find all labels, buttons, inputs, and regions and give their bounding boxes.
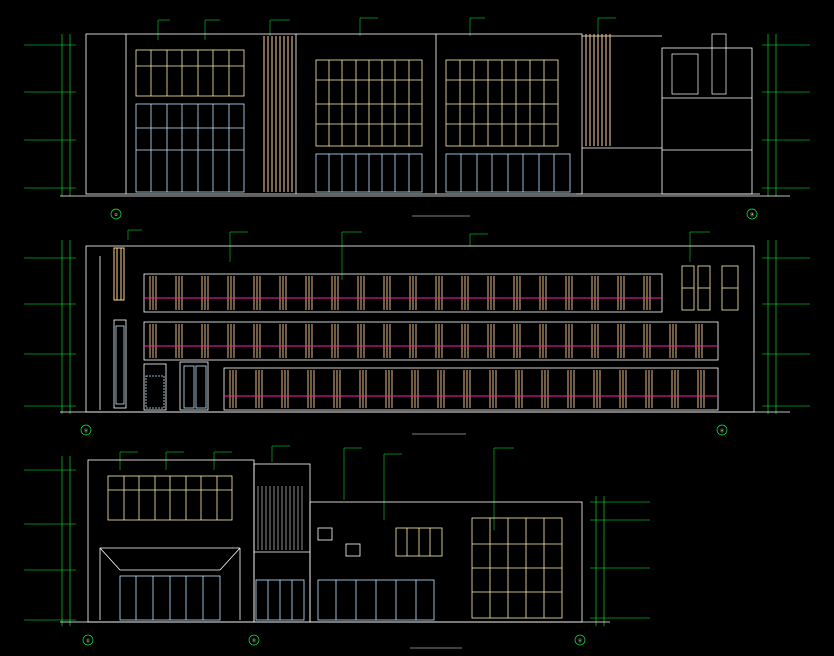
elevation-3-axis-mid: Ⓓ xyxy=(248,634,260,646)
axis-label: Ⓖ xyxy=(86,637,90,643)
elevation-2-axis-left: Ⓐ xyxy=(80,424,92,436)
elevation-1-curtain-wall-b xyxy=(315,153,423,193)
elevation-1-annex-detail xyxy=(662,33,752,151)
elevation-3-leaders xyxy=(119,445,514,530)
elevation-1-outline xyxy=(60,33,790,197)
elevation-1-window-group-b xyxy=(315,59,423,147)
elevation-3: Ⓖ Ⓓ Ⓐ xyxy=(24,445,650,649)
elevation-3-louver-panel xyxy=(257,486,303,550)
elevation-2-railings xyxy=(144,297,718,397)
elevation-2-entrance xyxy=(115,325,207,409)
elevation-1-fin-panel-a xyxy=(263,36,293,192)
axis-bubble-icon xyxy=(574,634,586,646)
elevation-3-window-group-b xyxy=(395,517,563,619)
elevation-2-fin-pattern xyxy=(149,276,705,408)
elevation-1-axis-right: ⑭ xyxy=(746,208,758,220)
elevation-3-outline xyxy=(60,459,610,623)
axis-label: Ⓓ xyxy=(252,637,256,643)
elevation-1-window-group-c xyxy=(445,59,559,147)
axis-label: Ⓗ xyxy=(720,427,724,433)
elevation-3-axis-right: Ⓐ xyxy=(574,634,586,646)
elevation-3-window-group-a xyxy=(107,475,233,521)
axis-bubble-icon xyxy=(716,424,728,436)
axis-bubble-icon xyxy=(110,208,122,220)
elevation-1-fin-panel-b xyxy=(585,34,611,146)
elevation-2-stair-windows xyxy=(681,265,739,311)
elevation-1-right-dimensions xyxy=(762,34,810,196)
elevation-2-column-accent xyxy=(113,247,125,301)
axis-label: Ⓐ xyxy=(84,427,88,433)
elevation-3-left-dimensions xyxy=(24,456,76,626)
elevation-2-outline xyxy=(60,245,790,413)
elevation-2-left-dimensions xyxy=(24,240,76,414)
elevation-1-leaders xyxy=(157,17,616,40)
axis-bubble-icon xyxy=(82,634,94,646)
elevation-2-right-dimensions xyxy=(762,240,810,414)
elevation-3-storefront xyxy=(119,575,435,621)
elevation-1-left-dimensions xyxy=(24,34,76,196)
elevation-2-axis-right: Ⓗ xyxy=(716,424,728,436)
axis-bubble-icon xyxy=(80,424,92,436)
axis-label: ① xyxy=(114,212,118,217)
elevation-1-window-group-a xyxy=(135,49,245,97)
axis-label: ⑭ xyxy=(750,211,754,217)
elevation-3-axis-left: Ⓖ xyxy=(82,634,94,646)
elevation-1: ① ⑭ xyxy=(24,17,810,220)
elevation-1-curtain-wall-a xyxy=(135,103,245,193)
elevation-2-leaders xyxy=(127,229,710,280)
axis-label: Ⓐ xyxy=(578,637,582,643)
elevation-1-curtain-wall-c xyxy=(445,153,571,193)
elevation-1-axis-left: ① xyxy=(110,208,122,220)
elevation-2: Ⓐ Ⓗ xyxy=(24,229,810,436)
axis-bubble-icon xyxy=(746,208,758,220)
axis-bubble-icon xyxy=(248,634,260,646)
elevation-3-right-dimensions xyxy=(590,496,650,626)
